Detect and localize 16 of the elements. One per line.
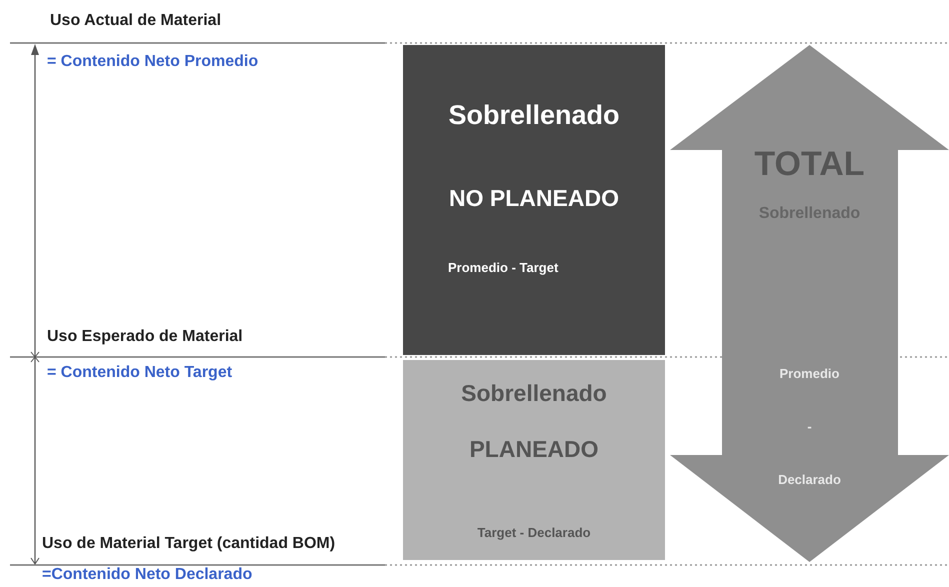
unplanned-overfill-block (403, 45, 665, 355)
block-title: Sobrellenado (460, 380, 608, 407)
formula-label: =Contenido Neto Declarado (42, 566, 252, 584)
formula-label: = Contenido Neto Target (47, 364, 232, 382)
formula-label: = Contenido Neto Promedio (47, 53, 258, 71)
arrow-title: TOTAL (753, 145, 866, 184)
block-subtitle: PLANEADO (468, 436, 600, 463)
planned-overfill-block (403, 360, 665, 560)
heading-label: Uso Esperado de Material (47, 328, 243, 346)
heading-label: Uso de Material Target (cantidad BOM) (42, 535, 336, 553)
formula-text: Promedio - Target (448, 260, 558, 275)
formula-text: Target - Declarado (476, 525, 592, 540)
block-subtitle: NO PLANEADO (448, 185, 620, 212)
formula-text: Promedio - Declarado (777, 365, 842, 489)
heading-label: Uso Actual de Material (50, 12, 222, 30)
block-title: Sobrellenado (447, 100, 621, 131)
